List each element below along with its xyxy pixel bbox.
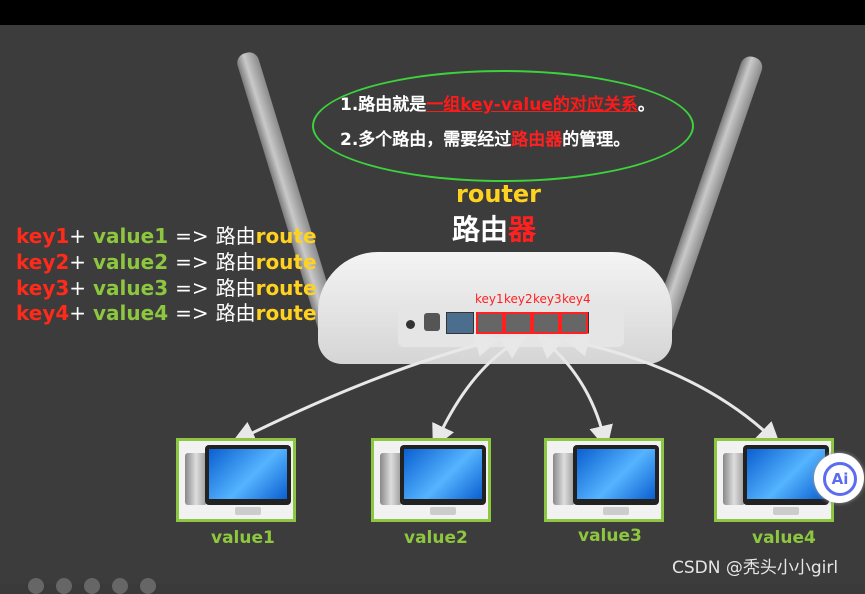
note-2-prefix: 2.多个路由，需要经过 <box>340 130 512 150</box>
top-black-bar <box>0 0 865 25</box>
mapping-key: key2 <box>16 250 70 274</box>
toolbar-dot[interactable] <box>140 578 156 594</box>
power-button-icon <box>406 320 415 329</box>
computer-value1 <box>176 438 296 522</box>
key3-port-highlight <box>532 312 560 334</box>
toolbar-dot[interactable] <box>56 578 72 594</box>
arrow-key3-value3 <box>536 334 613 450</box>
mapping-cn: 路由 <box>215 301 256 325</box>
port-label-key4: key4 <box>562 292 591 306</box>
ai-assistant-button[interactable]: Ai <box>814 453 864 503</box>
mapping-plus: + <box>69 301 87 325</box>
computer-value3 <box>544 438 664 522</box>
toolbar-dot[interactable] <box>84 578 100 594</box>
router-title-cn-prefix: 路由 <box>452 213 509 246</box>
monitor-stand <box>603 507 629 515</box>
mapping-key: key1 <box>16 224 70 248</box>
pc-tower-icon <box>723 453 745 505</box>
note-1-highlight: 一组key-value的对应关系 <box>426 95 638 115</box>
monitor-icon <box>573 445 659 505</box>
arrow-key1-value1 <box>231 333 500 444</box>
mapping-key: key4 <box>16 301 70 325</box>
pc-tower-icon <box>380 453 402 505</box>
port-label-key3: key3 <box>533 292 562 306</box>
pc-tower-icon <box>553 453 575 505</box>
monitor-icon <box>205 445 291 505</box>
computer-label-value2: value2 <box>404 528 468 548</box>
ai-icon: Ai <box>823 462 857 496</box>
note-2-suffix: 的管理。 <box>562 130 631 150</box>
mapping-route: route <box>255 276 317 300</box>
mapping-row-4: key4+ value4 => 路由route <box>16 297 317 326</box>
router-title-cn-highlight: 器 <box>508 213 537 246</box>
mapping-cn: 路由 <box>215 250 256 274</box>
note-2-highlight: 路由器 <box>511 130 563 150</box>
mapping-arrow: => <box>175 224 209 248</box>
mapping-value: value3 <box>93 276 169 300</box>
note-line-2: 2.多个路由，需要经过路由器的管理。 <box>340 125 630 150</box>
computer-label-value1: value1 <box>211 528 275 548</box>
monitor-stand <box>235 507 261 515</box>
mapping-plus: + <box>69 276 87 300</box>
mapping-arrow: => <box>175 276 209 300</box>
computer-label-value3: value3 <box>578 526 642 546</box>
mapping-route: route <box>255 250 317 274</box>
mapping-plus: + <box>69 250 87 274</box>
mapping-row-1: key1+ value1 => 路由route <box>16 220 317 249</box>
mapping-arrow: => <box>175 250 209 274</box>
note-oval <box>312 70 694 182</box>
note-1-prefix: 1.路由就是 <box>340 95 427 115</box>
mapping-route: route <box>255 301 317 325</box>
router-title-en: router <box>456 180 541 208</box>
key1-port-highlight <box>476 312 504 334</box>
computer-value2 <box>371 438 491 522</box>
router-title-cn: 路由器 <box>452 208 536 248</box>
mapping-plus: + <box>69 224 87 248</box>
mapping-value: value1 <box>93 224 169 248</box>
mapping-row-3: key3+ value3 => 路由route <box>16 272 317 301</box>
toolbar-dot[interactable] <box>28 578 44 594</box>
mapping-value: value4 <box>93 301 169 325</box>
port-label-key1: key1 <box>475 292 504 306</box>
mapping-arrow: => <box>175 301 209 325</box>
mapping-cn: 路由 <box>215 276 256 300</box>
power-jack-icon <box>424 313 440 331</box>
key2-port-highlight <box>504 312 532 334</box>
note-line-1: 1.路由就是一组key-value的对应关系。 <box>340 90 655 115</box>
mapping-value: value2 <box>93 250 169 274</box>
note-1-suffix: 。 <box>637 95 655 115</box>
csdn-watermark: CSDN @秃头小小girl <box>672 558 839 578</box>
mapping-route: route <box>255 224 317 248</box>
monitor-stand <box>430 507 456 515</box>
toolbar-dot[interactable] <box>112 578 128 594</box>
mapping-row-2: key2+ value2 => 路由route <box>16 246 317 275</box>
mapping-key: key3 <box>16 276 70 300</box>
port-label-key2: key2 <box>504 292 533 306</box>
arrow-key2-value2 <box>432 335 527 449</box>
monitor-icon <box>400 445 486 505</box>
mapping-cn: 路由 <box>215 224 256 248</box>
computer-label-value4: value4 <box>752 528 816 548</box>
arrow-key4-value4 <box>564 332 781 447</box>
pc-tower-icon <box>185 453 207 505</box>
monitor-stand <box>773 507 799 515</box>
